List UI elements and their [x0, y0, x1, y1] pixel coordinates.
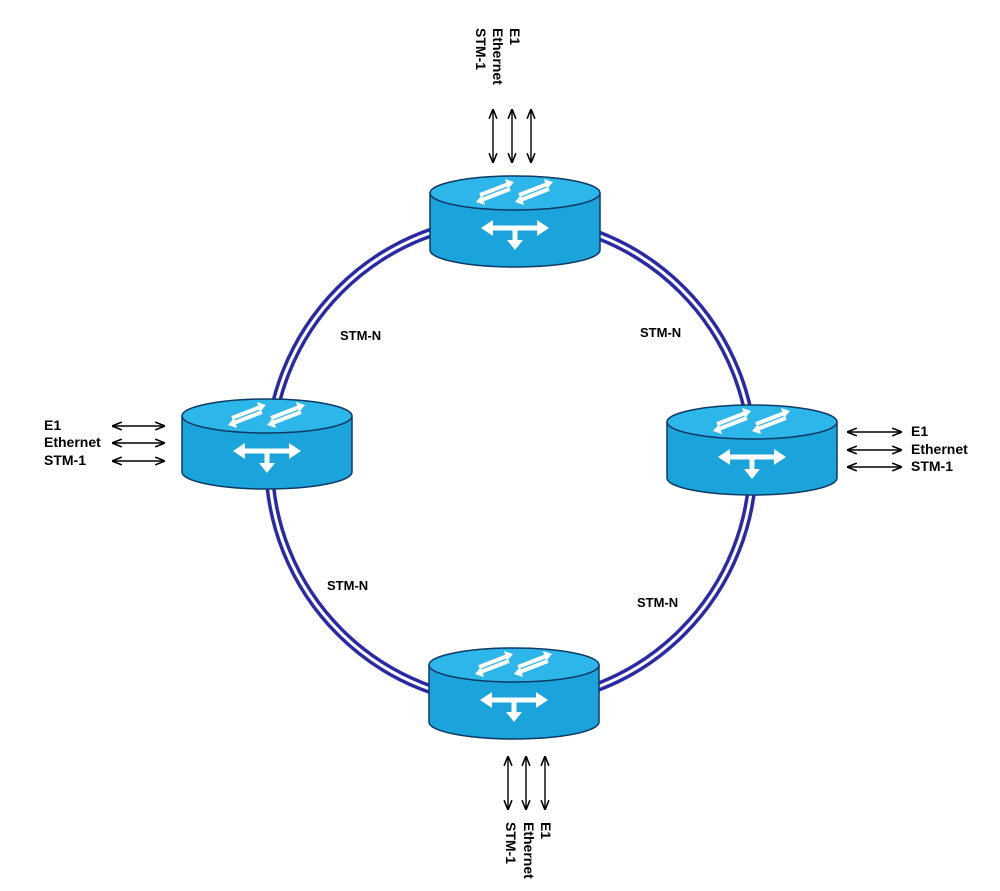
router-icon	[428, 647, 600, 740]
interface-label-e1: E1	[507, 28, 523, 45]
router-icon	[666, 404, 838, 496]
link-label-top-left: STM-N	[340, 328, 381, 343]
interface-arrows-top	[493, 110, 531, 162]
interface-label-ethernet: Ethernet	[44, 434, 101, 450]
interface-label-ethernet: Ethernet	[490, 28, 506, 85]
node-top: E1 Ethernet STM-1	[429, 28, 601, 268]
interface-label-ethernet: Ethernet	[521, 822, 537, 879]
link-label-bottom-left: STM-N	[327, 578, 368, 593]
node-right: E1 Ethernet STM-1	[666, 404, 968, 496]
interface-label-stm1: STM-1	[911, 458, 953, 474]
interface-label-stm1: STM-1	[44, 452, 86, 468]
interface-label-stm1: STM-1	[503, 822, 519, 864]
link-label-top-right: STM-N	[640, 325, 681, 340]
router-icon	[181, 398, 353, 490]
interface-label-e1: E1	[911, 423, 928, 439]
interface-arrows-bottom	[508, 757, 545, 809]
node-left: E1 Ethernet STM-1	[44, 398, 353, 490]
router-icon	[429, 175, 601, 268]
interface-arrows-left	[113, 426, 164, 461]
interface-label-ethernet: Ethernet	[911, 441, 968, 457]
interface-label-e1: E1	[538, 822, 554, 839]
node-bottom: E1 Ethernet STM-1	[428, 647, 600, 879]
interface-label-stm1: STM-1	[473, 28, 489, 70]
link-label-bottom-right: STM-N	[637, 595, 678, 610]
interface-label-e1: E1	[44, 417, 61, 433]
interface-arrows-right	[848, 432, 901, 467]
